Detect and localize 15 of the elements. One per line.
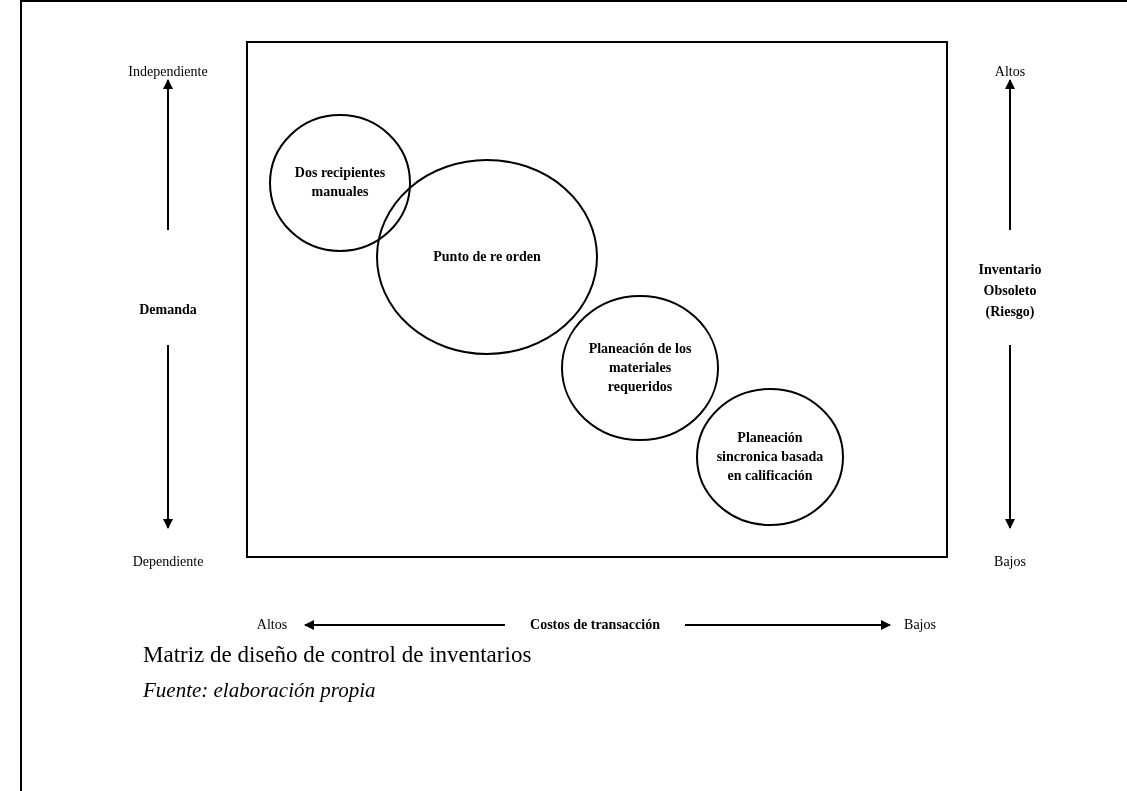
axis-title: Inventario Obsoleto (Riesgo) [977, 260, 1043, 321]
axis-label: Independiente [128, 64, 208, 80]
circle-label: Planeación de los materiales requeridos [587, 339, 693, 396]
circle-label: Dos recipientes manuales [293, 164, 387, 201]
axis-label: Bajos [994, 554, 1026, 570]
axis-label: Altos [994, 64, 1026, 80]
caption: Matriz de diseño de control de inventarios [143, 642, 532, 668]
axis-label: Altos [256, 617, 288, 633]
axis-title: Demanda [139, 302, 197, 318]
source-note: Fuente: elaboración propia [143, 677, 376, 703]
axis-label: Bajos [904, 617, 936, 633]
axis-title: Costos de transacción [530, 617, 660, 633]
circle-label: Planeación sincronica basada en calificación [715, 428, 825, 485]
axis-label: Dependiente [132, 554, 204, 570]
circle-label: Punto de re orden [432, 247, 542, 266]
